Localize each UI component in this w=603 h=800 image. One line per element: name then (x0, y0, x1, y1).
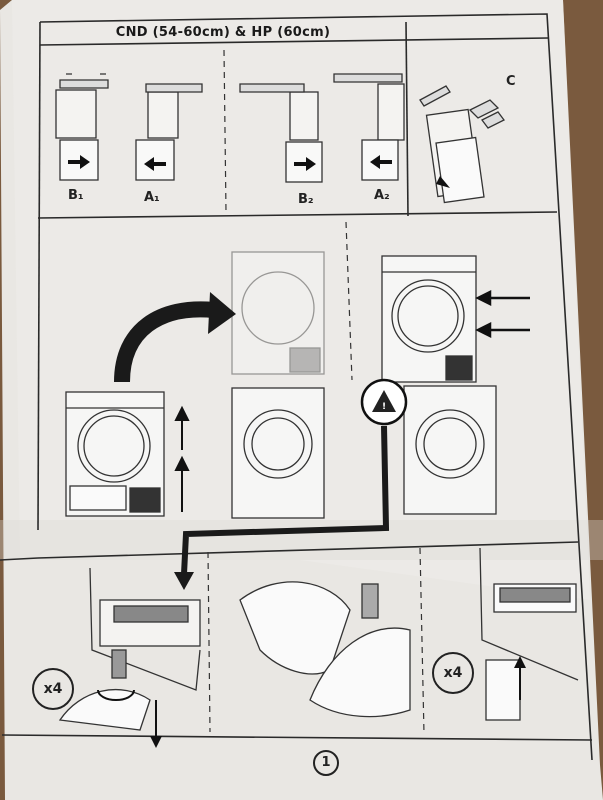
count-badge-left: x4 (32, 668, 74, 710)
label-a2: A₂ (374, 188, 390, 203)
label-c: C (506, 74, 516, 89)
page-number: 1 (313, 750, 339, 776)
label-b2: B₂ (298, 192, 314, 207)
sheet-title: CND (54-60cm) & HP (60cm) (115, 25, 331, 40)
svg-text:!: ! (382, 402, 386, 412)
label-a1: A₁ (144, 190, 160, 205)
count-badge-right: x4 (432, 652, 474, 694)
label-b1: B₁ (68, 188, 84, 203)
